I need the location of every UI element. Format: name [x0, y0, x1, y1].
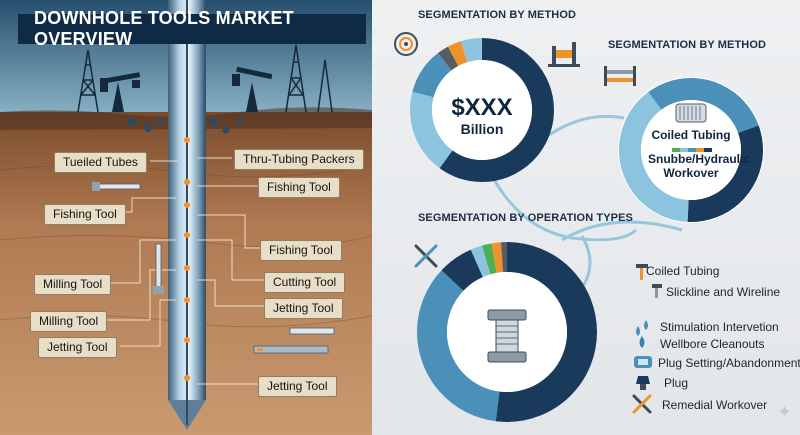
donut-method-1 — [410, 38, 554, 182]
connector-arcs — [490, 114, 683, 302]
wrench-screwdriver-icon — [414, 244, 438, 268]
droplets-icon — [636, 320, 648, 336]
tools-icon — [632, 394, 652, 414]
title-segmentation-method-1: SEGMENTATION BY METHOD — [418, 9, 577, 21]
list-item: Coiled Tubing — [646, 264, 719, 278]
list-item: Plug — [664, 376, 688, 390]
reel-icon — [394, 32, 418, 56]
method-2-label-snubbe: Snubbe/Hydraulic — [648, 152, 751, 166]
method-2-label-workover: Workover — [663, 166, 719, 180]
label-fishing-tool-right-2: Fishing Tool — [260, 240, 342, 261]
list-icons — [632, 264, 662, 414]
hammer-icon — [636, 264, 648, 280]
hammer-icon — [652, 284, 662, 298]
leader-lines — [88, 157, 266, 385]
label-cutting-tool: Cutting Tool — [264, 272, 346, 293]
title-segmentation-operation: SEGMENTATION BY OPERATION TYPES — [418, 212, 633, 224]
page-title-text: DOWNHOLE TOOLS MARKET OVERVIEW — [34, 8, 294, 49]
label-fishing-tool-right-1: Fishing Tool — [258, 177, 340, 198]
op-label-plug-setting: Plug Setting/Abandonment — [658, 356, 800, 370]
well-illustration-panel: DOWNHOLE TOOLS MARKET OVERVIEW Tueiled T… — [0, 0, 372, 435]
rig-icon — [604, 66, 636, 86]
op-label-stimulation: Stimulation Intervetion — [660, 320, 779, 334]
coil-icon — [675, 103, 707, 123]
method-2-label-coiled: Coiled Tubing — [651, 128, 731, 142]
market-size-center: $XXX Billion — [442, 94, 522, 138]
packer-icon — [487, 309, 527, 363]
op-label-slickline: Slickline and Wireline — [666, 285, 781, 299]
segmentation-panel: SEGMENTATION BY METHOD SEGMENTATION BY M… — [372, 0, 800, 435]
tool-markers — [184, 137, 190, 381]
list-item: Stimulation Intervetion — [660, 320, 779, 334]
side-tools — [92, 182, 335, 354]
pumpjack-left — [100, 72, 141, 112]
method-2-center: Coiled Tubing Snubbe/Hydraulic Workover — [648, 128, 751, 180]
label-milling-tool-2: Milling Tool — [30, 311, 108, 332]
list-item: Wellbore Cleanouts — [660, 337, 765, 351]
list-item: Remedial Workover — [662, 398, 767, 412]
op-label-plug: Plug — [664, 376, 689, 390]
sparkle-icon: ✦ — [776, 402, 792, 422]
plug-setting-icon — [634, 356, 652, 368]
op-label-wellbore: Wellbore Cleanouts — [660, 337, 765, 351]
list-item: Slickline and Wireline — [666, 285, 780, 299]
derrick-left — [77, 49, 99, 113]
market-size-value: $XXX — [451, 94, 513, 121]
donut-method-2 — [618, 77, 764, 223]
label-tueiled-tubes: Tueiled Tubes — [54, 152, 147, 173]
gear-icons — [128, 118, 243, 134]
op-label-coiled-tubing: Coiled Tubing — [646, 264, 720, 278]
op-label-remedial: Remedial Workover — [662, 398, 768, 412]
market-size-unit: Billion — [460, 121, 504, 137]
plug-icon — [636, 376, 650, 390]
list-item: Plug Setting/Abandonment — [658, 356, 800, 370]
label-fishing-tool-left: Fishing Tool — [44, 204, 126, 225]
droplet-icon — [639, 336, 645, 348]
derrick-right — [285, 44, 333, 113]
label-jetting-tool-right-2: Jetting Tool — [258, 376, 337, 397]
donut-operation — [417, 242, 597, 422]
label-milling-tool-1: Milling Tool — [34, 274, 112, 295]
page-title: DOWNHOLE TOOLS MARKET OVERVIEW — [18, 8, 366, 49]
label-jetting-tool-left: Jetting Tool — [38, 337, 117, 358]
label-thru-tubing-packers: Thru-Tubing Packers — [234, 149, 364, 170]
wrench-stand-icon — [548, 42, 580, 67]
pumpjack-right — [232, 66, 273, 112]
title-segmentation-method-2: SEGMENTATION BY METHOD — [608, 39, 767, 51]
segmentation-graphics — [394, 32, 764, 422]
label-jetting-tool-right-1: Jetting Tool — [264, 298, 343, 319]
